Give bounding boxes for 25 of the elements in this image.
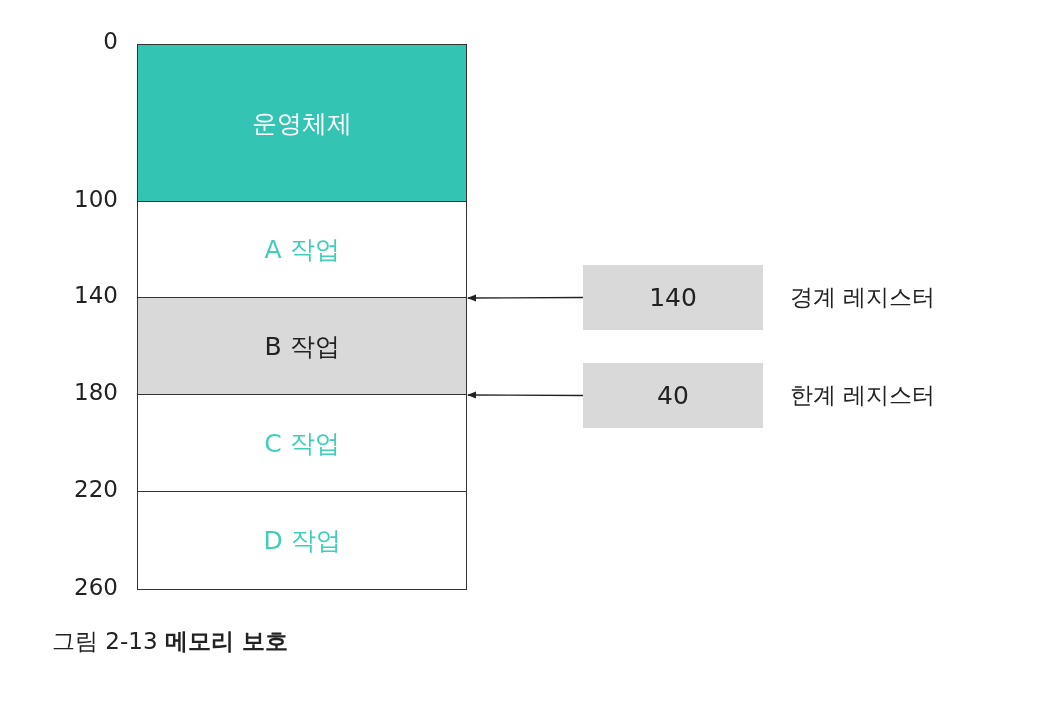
address-label: 260	[73, 574, 118, 600]
arrow	[467, 294, 584, 302]
address-label: 140	[73, 282, 118, 308]
memory-block	[137, 395, 467, 492]
address-label: 220	[73, 476, 118, 502]
memory-block	[137, 44, 467, 202]
block-label: A 작업	[264, 234, 340, 266]
block-label: B 작업	[264, 330, 340, 363]
arrow	[467, 391, 584, 399]
block-label: 운영체제	[252, 107, 352, 140]
register-name: 경계 레지스터	[790, 283, 936, 312]
address-label: 0	[102, 28, 118, 54]
register-value: 40	[657, 381, 689, 410]
memory-block	[137, 492, 467, 590]
figure-caption: 그림 2-13 메모리 보호	[52, 627, 288, 656]
memory-block	[137, 202, 467, 298]
register-box	[583, 363, 763, 428]
block-label: C 작업	[264, 427, 340, 460]
address-label: 180	[73, 379, 118, 405]
memory-block	[137, 298, 467, 395]
register-box	[583, 265, 763, 330]
address-label: 100	[73, 186, 118, 212]
register-name: 한계 레지스터	[790, 381, 936, 410]
block-label: D 작업	[263, 525, 341, 557]
register-value: 140	[649, 283, 697, 312]
